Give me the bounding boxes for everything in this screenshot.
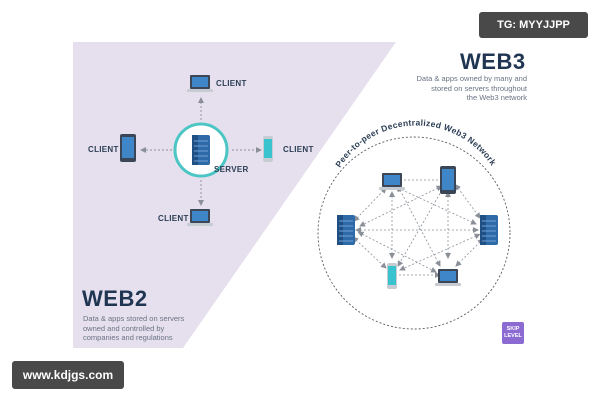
web2-description-line: Data & apps stored on servers	[83, 314, 185, 323]
p2p-network-boundary	[317, 136, 511, 330]
p2p-connections	[352, 177, 484, 278]
laptop-icon	[435, 269, 461, 286]
web3-description-line: stored on servers throughout	[431, 83, 527, 93]
web2-description-line: owned and controlled by	[83, 323, 165, 333]
laptop-icon	[187, 209, 213, 226]
watermark-top: TG: MYYJJPP	[479, 12, 588, 38]
web2-panel	[73, 42, 396, 348]
client-label-top: CLIENT	[216, 79, 247, 88]
web3-description: Data & apps owned by many and stored on …	[402, 74, 528, 103]
tablet-icon	[440, 166, 456, 194]
skip-level-logo: SKIP LEVEL	[502, 322, 524, 344]
server-icon	[480, 215, 498, 245]
web3-description-line: Data & apps owned by many and	[416, 74, 528, 83]
skip-level-line1: SKIP	[506, 326, 520, 332]
laptop-icon	[379, 173, 405, 190]
client-label-right: CLIENT	[283, 145, 314, 154]
web2-title: WEB2	[82, 286, 148, 311]
client-label-left: CLIENT	[88, 145, 119, 154]
phone-icon	[263, 136, 273, 162]
web3-description-line: the Web3 network	[466, 93, 527, 102]
web2-description-line: companies and regulations	[83, 333, 173, 342]
p2p-network-label: Peer-to-peer Decentralized Web3 Network	[333, 117, 498, 169]
server-icon	[337, 215, 355, 245]
client-label-bottom: CLIENT	[158, 214, 189, 223]
phone-icon	[387, 263, 397, 289]
laptop-icon	[187, 75, 213, 92]
p2p-network-label-text: Peer-to-peer Decentralized Web3 Network	[333, 117, 498, 169]
server-label: SERVER	[214, 165, 249, 174]
web3-title: WEB3	[460, 49, 526, 74]
server-icon	[192, 135, 210, 165]
web2-connections	[140, 97, 262, 206]
skip-level-line2: LEVEL	[504, 333, 522, 339]
web2-description: Data & apps stored on servers owned and …	[83, 314, 184, 343]
tablet-icon	[120, 134, 136, 162]
watermark-bottom: www.kdjgs.com	[12, 361, 124, 389]
